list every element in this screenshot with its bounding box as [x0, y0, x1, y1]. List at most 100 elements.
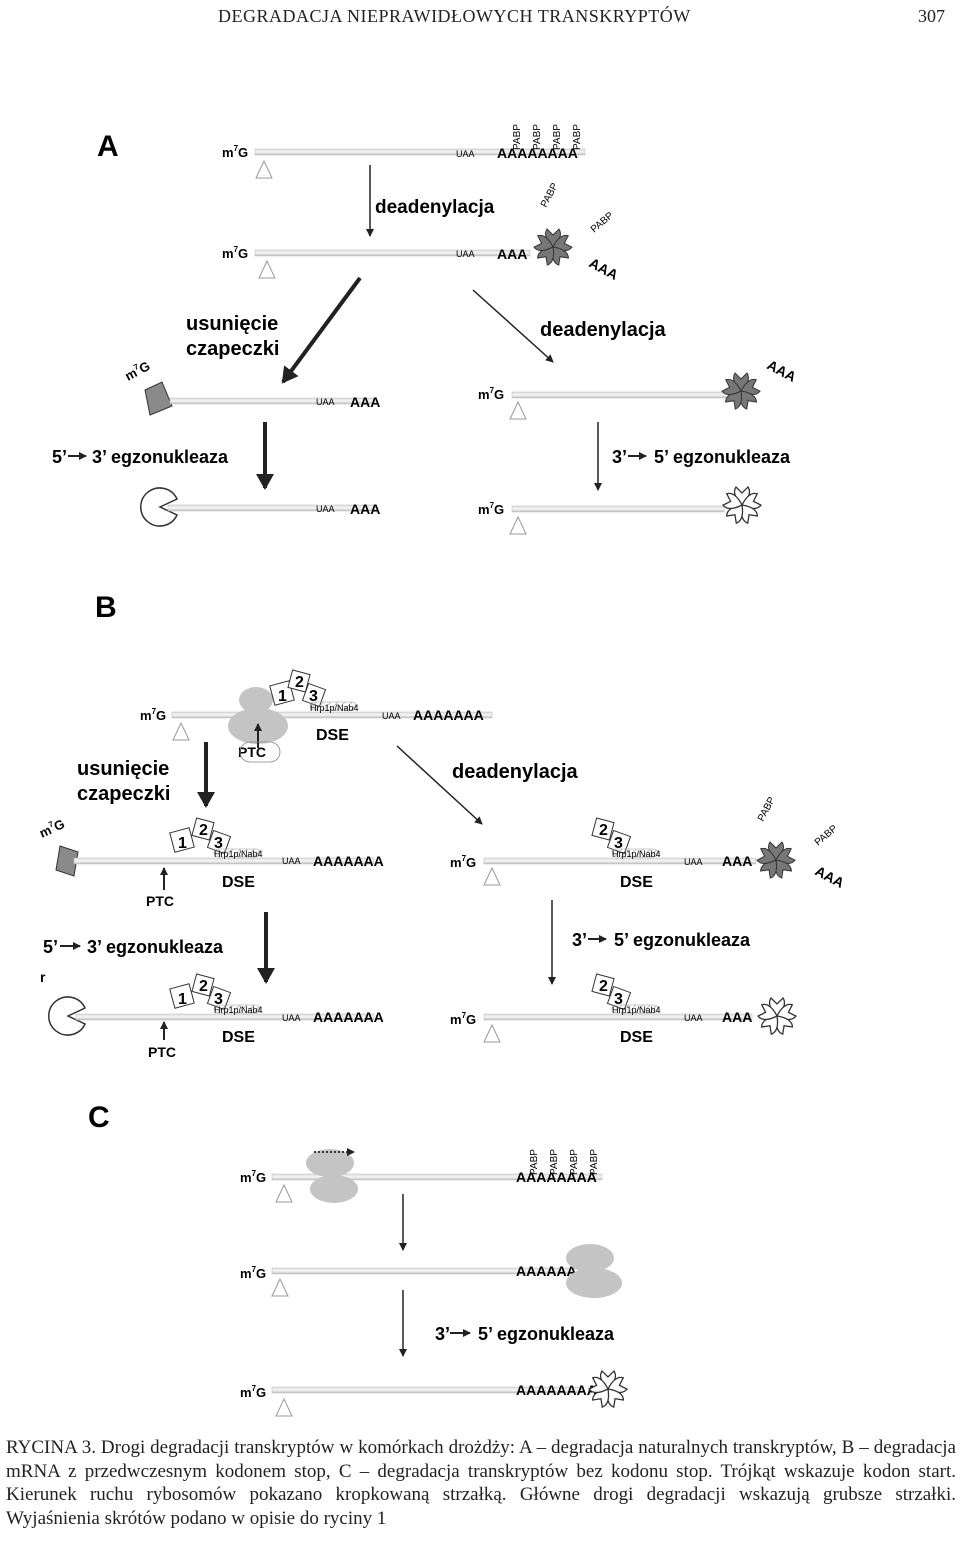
svg-text:UAA: UAA: [382, 711, 401, 721]
svg-text:1: 1: [178, 991, 187, 1008]
svg-text:AAA: AAA: [350, 394, 380, 410]
label-exo-5-3: 5’ 3’ egzonukleaza: [52, 447, 229, 467]
svg-text:AAAAAAA: AAAAAAA: [313, 1009, 384, 1025]
svg-text:UAA: UAA: [456, 149, 475, 159]
svg-text:5’: 5’: [52, 447, 67, 467]
pabp-label: PABP: [552, 124, 563, 150]
svg-text:PABP: PABP: [539, 181, 561, 209]
ribosome: [306, 1149, 354, 1177]
mrna-c3-exosome: m7G AAAAAAAA: [240, 1371, 627, 1417]
svg-text:czapeczki: czapeczki: [186, 338, 279, 360]
svg-text:UAA: UAA: [282, 856, 301, 866]
svg-text:3: 3: [309, 688, 318, 705]
svg-text:PTC: PTC: [148, 1044, 176, 1060]
svg-text:AAAAAAA: AAAAAAA: [413, 707, 484, 723]
svg-text:2: 2: [199, 822, 208, 839]
panel-label-c: C: [88, 1101, 110, 1134]
arrow-a-deadenylation-2: [472, 289, 554, 363]
svg-text:2: 2: [599, 978, 608, 995]
svg-text:AAA: AAA: [765, 357, 799, 385]
svg-text:m7G: m7G: [478, 386, 504, 402]
svg-text:usunięcie: usunięcie: [77, 758, 169, 780]
label-decapping: usunięcie: [186, 313, 278, 335]
svg-text:czapeczki: czapeczki: [77, 783, 170, 805]
svg-text:1: 1: [278, 688, 287, 705]
label-exo-3-5: 3’ 5’ egzonukleaza: [612, 447, 791, 467]
svg-text:DSE: DSE: [620, 1029, 653, 1046]
svg-text:Hrp1p/Nab4: Hrp1p/Nab4: [612, 849, 661, 859]
svg-text:AAA: AAA: [722, 1009, 752, 1025]
svg-text:UAA: UAA: [684, 1013, 703, 1023]
svg-text:PABP: PABP: [589, 210, 616, 235]
mrna-b3-xrn1: PTC 1 2 3 Hrp1p/Nab4 DSE UAA AAAAAAA: [48, 973, 384, 1060]
ribosome: [239, 687, 273, 713]
mrna-b2-deadenylated: m7G 2 3 Hrp1p/Nab4 DSE UAA AAA PABP PABP…: [450, 795, 847, 891]
svg-text:PABP: PABP: [756, 795, 778, 823]
mrna-a4-exosome: m7G: [478, 487, 761, 535]
svg-text:AAA: AAA: [587, 255, 621, 283]
svg-text:m7G: m7G: [37, 815, 67, 841]
pabp-label: PABP: [532, 124, 543, 150]
svg-text:m7G: m7G: [122, 357, 153, 383]
mrna-a4-xrn1: UAA AAA: [140, 487, 380, 527]
svg-text:DSE: DSE: [222, 874, 255, 891]
svg-text:Hrp1p/Nab4: Hrp1p/Nab4: [310, 703, 359, 713]
figure-caption: RYCINA 3. Drogi degradacji transkryptów …: [6, 1437, 956, 1529]
running-title: DEGRADACJA NIEPRAWIDŁOWYCH TRANSKRYPTÓW: [218, 6, 691, 26]
svg-text:m7G: m7G: [140, 707, 166, 723]
running-header: DEGRADACJA NIEPRAWIDŁOWYCH TRANSKRYPTÓW …: [0, 0, 960, 34]
svg-text:UAA: UAA: [316, 397, 335, 407]
svg-text:3’ egzonukleaza: 3’ egzonukleaza: [87, 937, 224, 957]
ptc-label: PTC: [238, 744, 266, 760]
dse-label: DSE: [316, 727, 349, 744]
svg-text:AAA: AAA: [497, 246, 527, 262]
svg-text:3: 3: [614, 991, 623, 1008]
svg-text:3’ egzonukleaza: 3’ egzonukleaza: [92, 447, 229, 467]
figure-mrna-degradation-pathways: A m7G UAA AAAAAAAA PABP PABP PABP PABP d…: [37, 124, 847, 1417]
mrna-b2-decapped: m7G PTC 1 2 3 Hrp1p/Nab4 DSE UAA AAAAAAA: [37, 815, 384, 909]
upf-complex: 1 2 3: [269, 669, 327, 708]
svg-text:m7G: m7G: [222, 144, 248, 160]
svg-text:2: 2: [199, 978, 208, 995]
svg-text:1: 1: [178, 835, 187, 852]
mrna-a1: m7G UAA AAAAAAAA PABP PABP PABP PABP: [222, 124, 586, 179]
arrow-a-decapping: [281, 276, 362, 384]
svg-text:5’: 5’: [43, 937, 58, 957]
mrna-c2: m7G AAAAAAAA: [240, 1244, 622, 1298]
svg-text:3: 3: [614, 835, 623, 852]
svg-text:UAA: UAA: [684, 857, 703, 867]
svg-text:deadenylacja: deadenylacja: [452, 761, 579, 783]
svg-text:AAAAAAA: AAAAAAA: [313, 853, 384, 869]
svg-text:5’ egzonukleaza: 5’ egzonukleaza: [654, 447, 791, 467]
svg-text:m7G: m7G: [222, 245, 248, 261]
mrna-a3-deadenylated: m7G AAA: [478, 357, 799, 420]
svg-text:m7G: m7G: [240, 1384, 266, 1400]
svg-text:PTC: PTC: [146, 893, 174, 909]
svg-text:AAAAAAAA: AAAAAAAA: [516, 1382, 597, 1398]
page-number: 307: [918, 6, 945, 26]
ribosome: [566, 1244, 614, 1272]
panel-label-b: B: [95, 591, 117, 624]
svg-text:3’: 3’: [612, 447, 627, 467]
stray-mark: r: [40, 969, 46, 985]
svg-text:UAA: UAA: [456, 249, 475, 259]
mrna-b3-exosome: m7G 2 3 Hrp1p/Nab4 DSE UAA AAA: [450, 973, 796, 1046]
svg-text:5’ egzonukleaza: 5’ egzonukleaza: [478, 1324, 615, 1344]
svg-text:Hrp1p/Nab4: Hrp1p/Nab4: [214, 1005, 263, 1015]
label-deadenylation: deadenylacja: [375, 197, 495, 218]
pabp-label: PABP: [572, 124, 583, 150]
svg-text:UAA: UAA: [282, 1013, 301, 1023]
pabp-label: PABP: [512, 124, 523, 150]
svg-text:3’: 3’: [435, 1324, 450, 1344]
panel-label-a: A: [97, 130, 119, 163]
svg-text:m7G: m7G: [450, 1011, 476, 1027]
svg-text:PABP: PABP: [529, 1149, 540, 1175]
svg-text:PABP: PABP: [589, 1149, 600, 1175]
svg-text:PABP: PABP: [813, 823, 840, 848]
svg-text:UAA: UAA: [316, 504, 335, 514]
svg-text:Hrp1p/Nab4: Hrp1p/Nab4: [612, 1005, 661, 1015]
svg-text:m7G: m7G: [240, 1169, 266, 1185]
svg-text:AAAAAAAA: AAAAAAAA: [497, 145, 578, 161]
svg-text:PABP: PABP: [549, 1149, 560, 1175]
svg-text:3’: 3’: [572, 930, 587, 950]
